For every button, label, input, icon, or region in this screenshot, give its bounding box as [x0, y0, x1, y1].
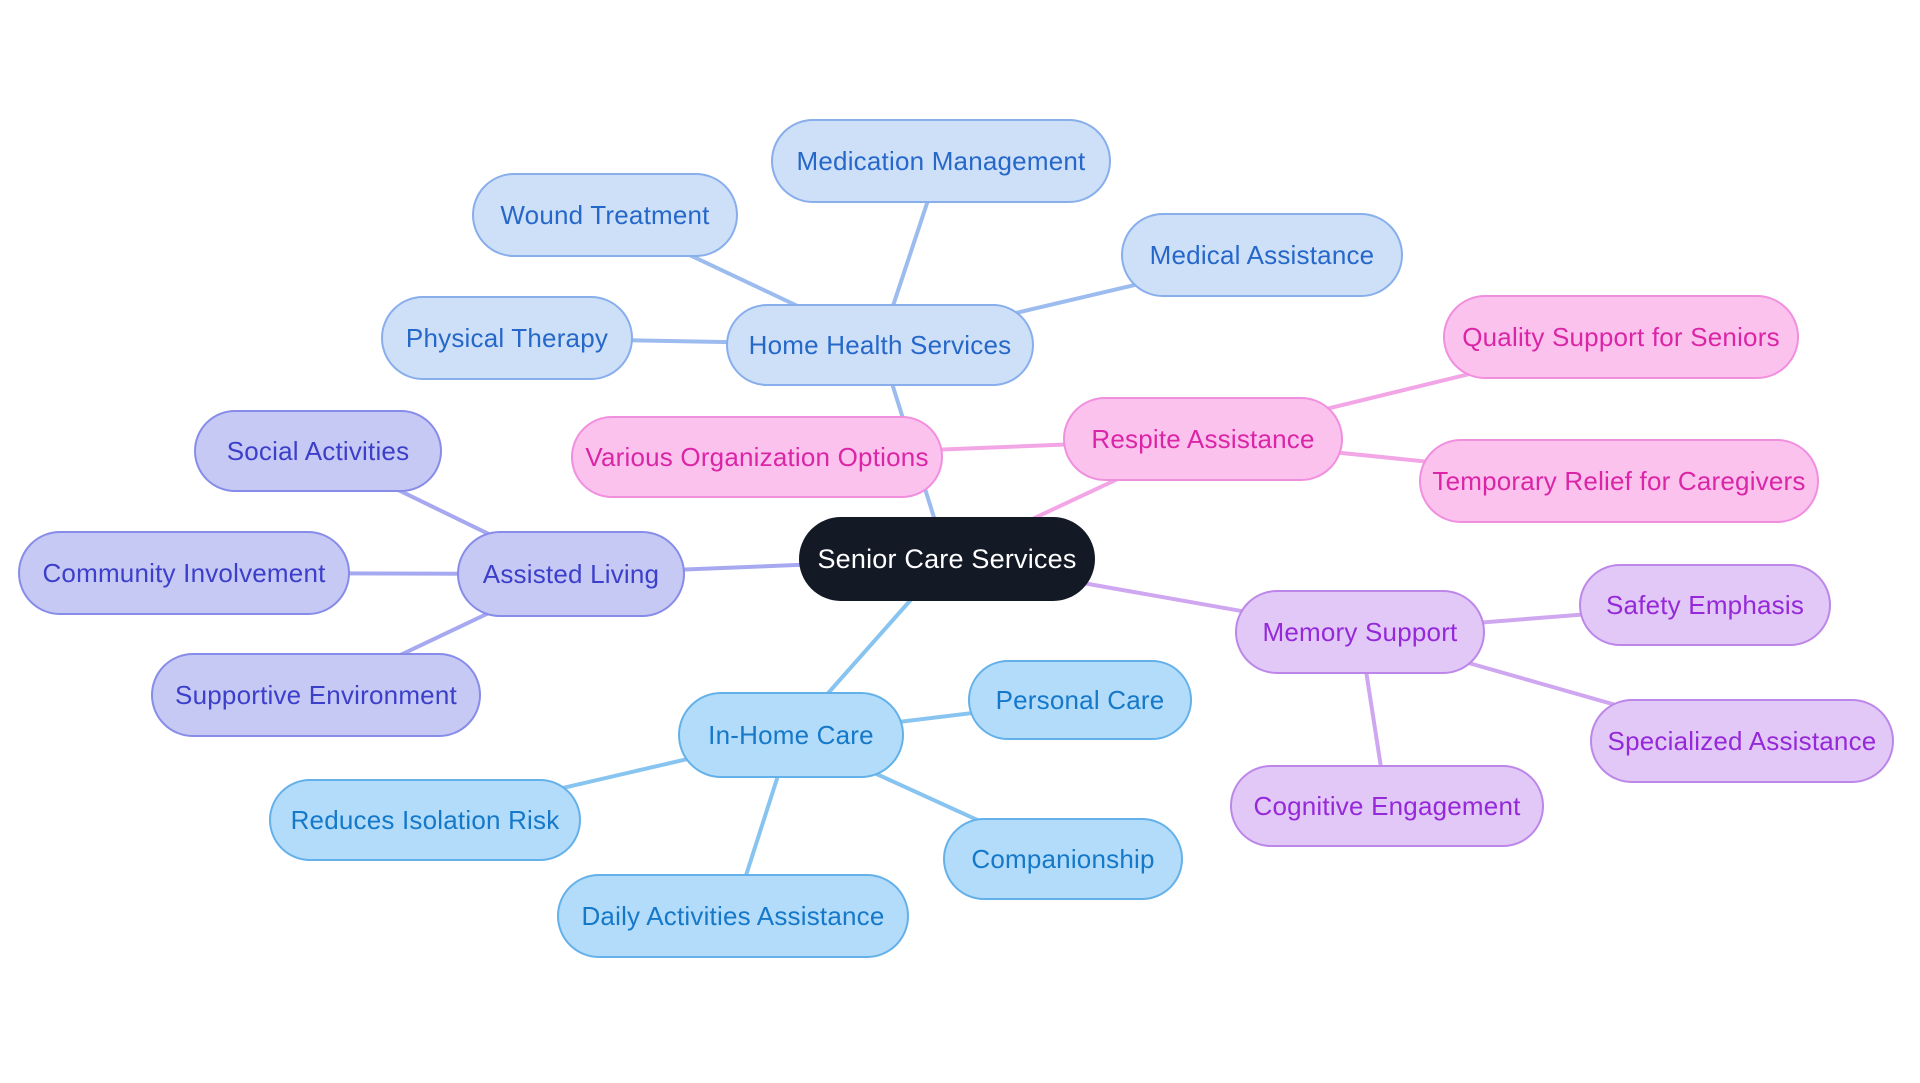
node-various-organization-options[interactable]: Various Organization Options: [571, 416, 943, 498]
node-social-activities[interactable]: Social Activities: [194, 410, 442, 492]
node-community-involvement[interactable]: Community Involvement: [18, 531, 350, 615]
node-medical-assistance[interactable]: Medical Assistance: [1121, 213, 1403, 297]
node-companionship[interactable]: Companionship: [943, 818, 1183, 900]
node-specialized-assistance[interactable]: Specialized Assistance: [1590, 699, 1894, 783]
node-cognitive-engagement[interactable]: Cognitive Engagement: [1230, 765, 1544, 847]
node-personal-care[interactable]: Personal Care: [968, 660, 1192, 740]
node-respite-assistance[interactable]: Respite Assistance: [1063, 397, 1343, 481]
node-senior-care-services[interactable]: Senior Care Services: [799, 517, 1095, 601]
node-quality-support-for-seniors[interactable]: Quality Support for Seniors: [1443, 295, 1799, 379]
node-assisted-living[interactable]: Assisted Living: [457, 531, 685, 617]
node-reduces-isolation-risk[interactable]: Reduces Isolation Risk: [269, 779, 581, 861]
node-medication-management[interactable]: Medication Management: [771, 119, 1111, 203]
node-in-home-care[interactable]: In-Home Care: [678, 692, 904, 778]
node-temporary-relief-for-caregivers[interactable]: Temporary Relief for Caregivers: [1419, 439, 1819, 523]
node-supportive-environment[interactable]: Supportive Environment: [151, 653, 481, 737]
node-physical-therapy[interactable]: Physical Therapy: [381, 296, 633, 380]
node-wound-treatment[interactable]: Wound Treatment: [472, 173, 738, 257]
node-daily-activities-assistance[interactable]: Daily Activities Assistance: [557, 874, 909, 958]
node-home-health-services[interactable]: Home Health Services: [726, 304, 1034, 386]
node-safety-emphasis[interactable]: Safety Emphasis: [1579, 564, 1831, 646]
node-memory-support[interactable]: Memory Support: [1235, 590, 1485, 674]
